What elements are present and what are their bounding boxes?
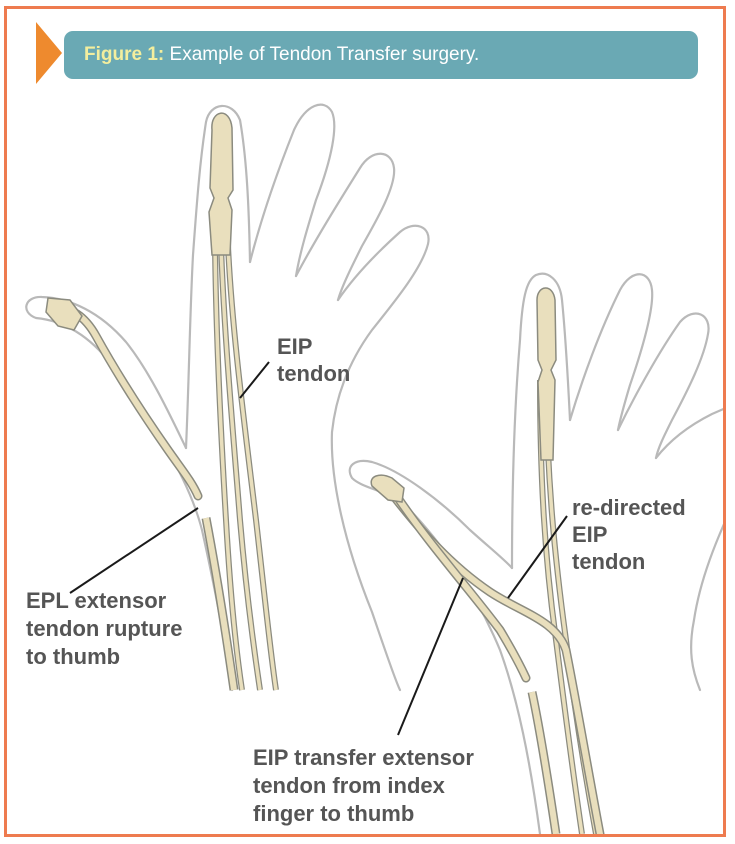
label-eip-transfer: EIP transfer extensor tendon from index … bbox=[253, 745, 480, 826]
label-eip-transfer-line2: tendon from index bbox=[253, 773, 446, 798]
label-eip-tendon-line2: tendon bbox=[277, 361, 350, 386]
left-hand-ring-outline bbox=[296, 154, 394, 300]
label-eip-tendon: EIP tendon bbox=[277, 334, 350, 386]
leader-eip-tendon bbox=[240, 362, 269, 398]
label-redirected-eip-line2: EIP bbox=[572, 522, 607, 547]
left-hand-middle-outline bbox=[250, 105, 334, 276]
right-hand-ring-outline bbox=[618, 313, 709, 458]
label-epl-rupture-line3: to thumb bbox=[26, 644, 120, 669]
label-epl-rupture: EPL extensor tendon rupture to thumb bbox=[26, 588, 189, 669]
right-hand-palm-edge bbox=[691, 500, 735, 690]
leader-eip-transfer bbox=[398, 578, 463, 735]
label-eip-transfer-line3: finger to thumb bbox=[253, 801, 414, 826]
label-epl-rupture-line2: tendon rupture bbox=[26, 616, 182, 641]
label-redirected-eip-line3: tendon bbox=[572, 549, 645, 574]
left-hand-little-outline bbox=[332, 226, 429, 690]
label-eip-transfer-line1: EIP transfer extensor bbox=[253, 745, 474, 770]
right-hand-middle-outline bbox=[570, 274, 652, 430]
leader-epl-rupture bbox=[70, 508, 198, 593]
label-eip-tendon-line1: EIP bbox=[277, 334, 312, 359]
label-redirected-eip-line1: re-directed bbox=[572, 495, 686, 520]
label-epl-rupture-line1: EPL extensor bbox=[26, 588, 167, 613]
label-redirected-eip: re-directed EIP tendon bbox=[572, 495, 692, 574]
